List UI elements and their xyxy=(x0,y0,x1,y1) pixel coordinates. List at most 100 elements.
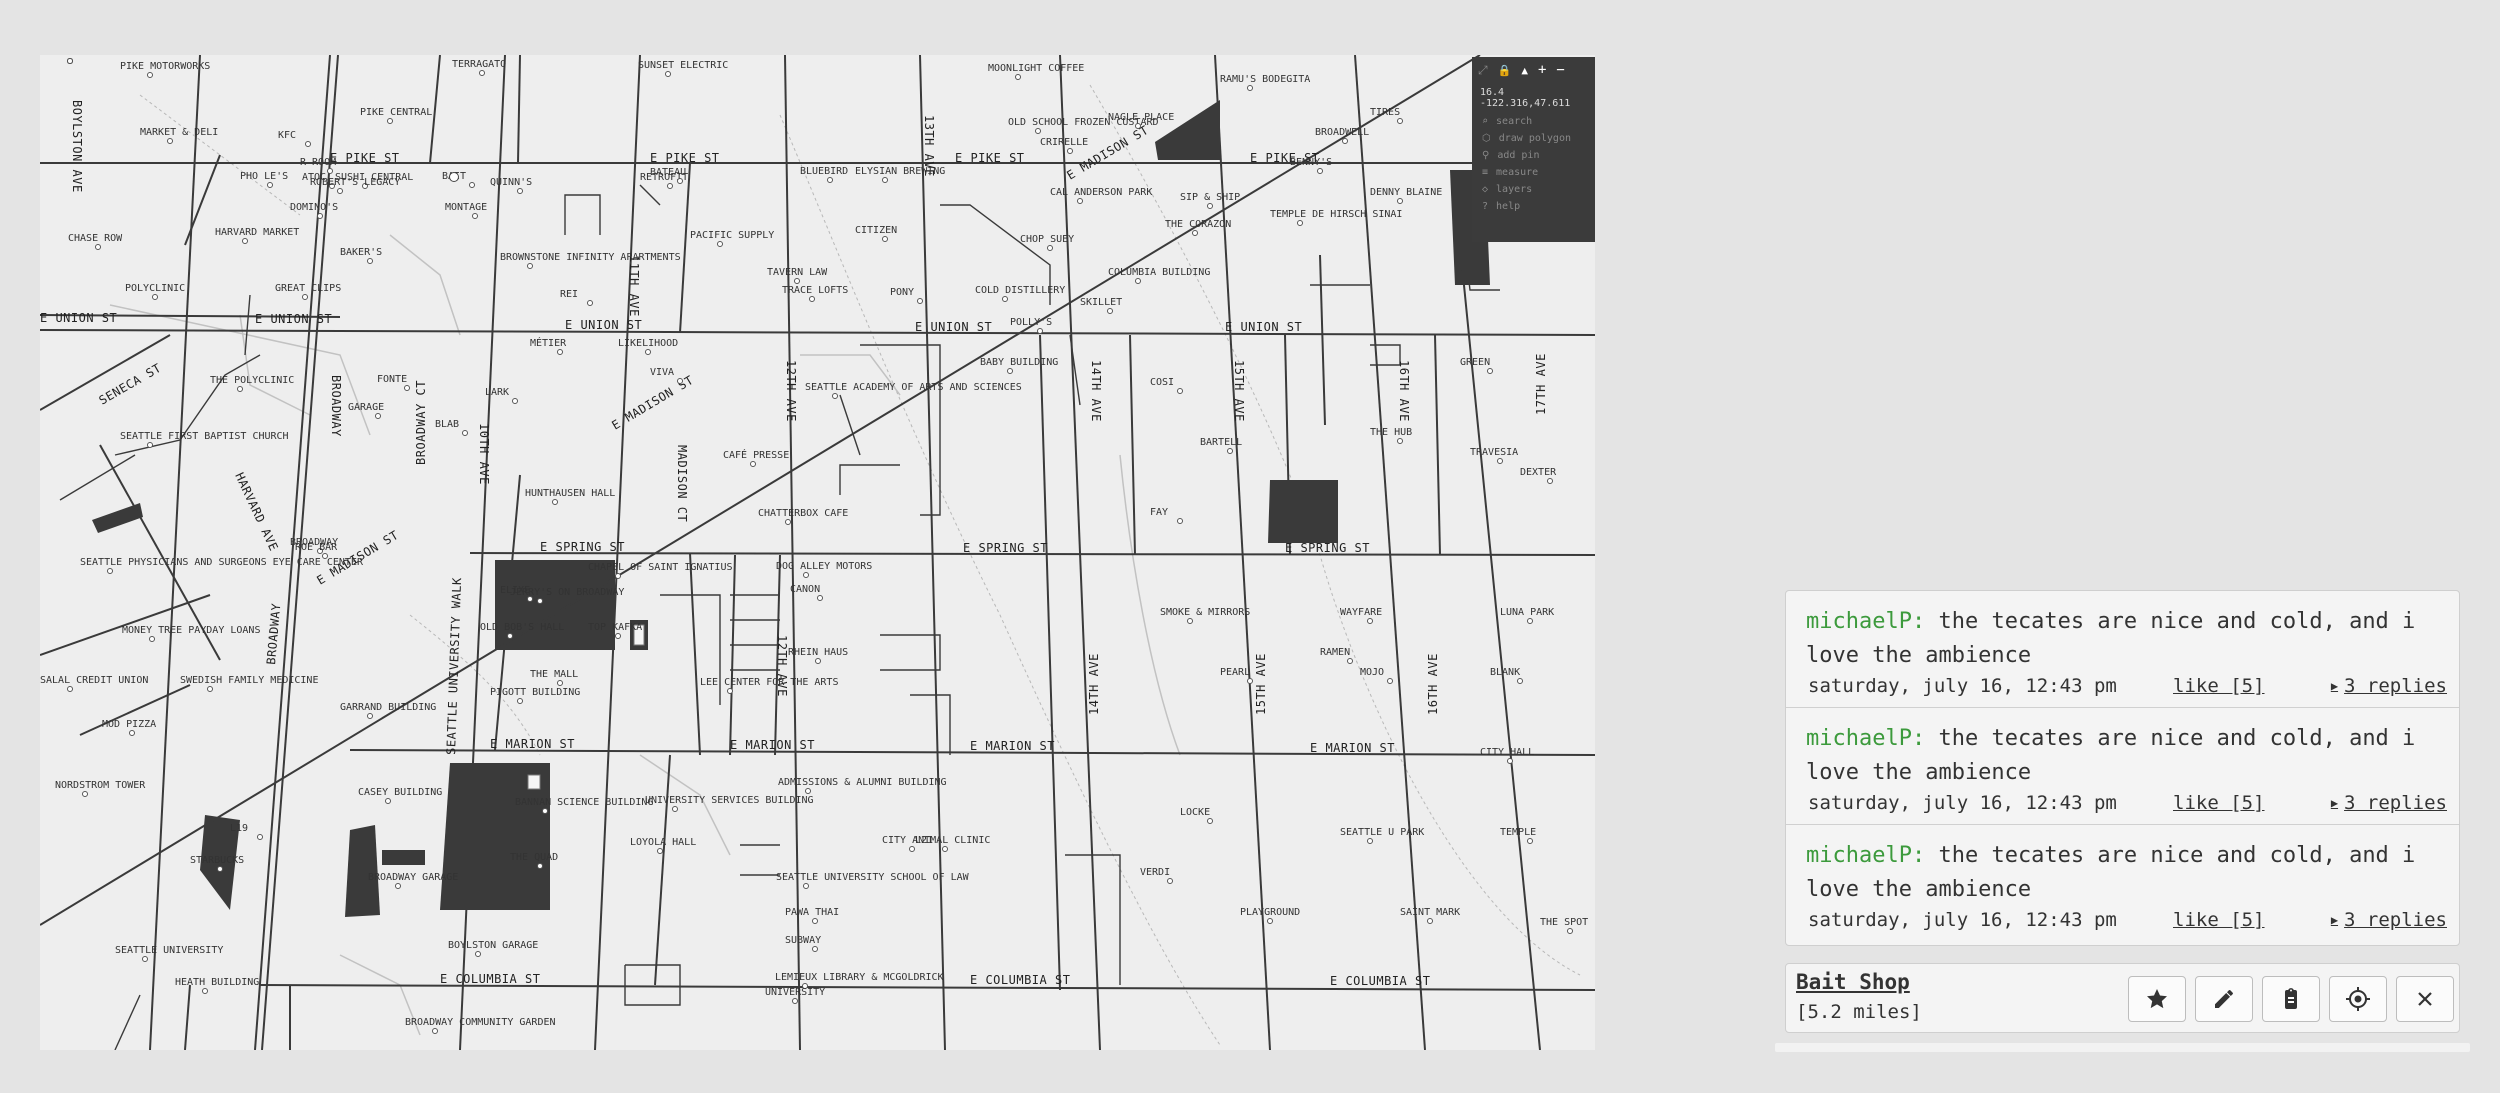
poi-dot[interactable] xyxy=(667,183,673,189)
poi-label[interactable]: FERN xyxy=(40,55,64,58)
poi-dot[interactable] xyxy=(1397,438,1403,444)
poi-label[interactable]: PACIFIC SUPPLY xyxy=(690,230,774,241)
poi-label[interactable]: PEARL xyxy=(1220,667,1250,678)
poi-label[interactable]: PLAYGROUND xyxy=(1240,907,1300,918)
poi-dot[interactable] xyxy=(827,177,833,183)
poi-dot[interactable] xyxy=(727,688,733,694)
poi-label[interactable]: BLAB xyxy=(435,419,459,430)
poi-label[interactable]: DOG ALLEY MOTORS xyxy=(776,561,872,572)
poi-label[interactable]: CITY ANIMAL CLINIC xyxy=(882,835,990,846)
poi-dot[interactable] xyxy=(677,178,683,184)
poi-dot[interactable] xyxy=(337,188,343,194)
poi-label[interactable]: DEXTER xyxy=(1520,467,1557,478)
poi-dot[interactable] xyxy=(257,834,263,840)
poi-label[interactable]: TRAVESIA xyxy=(1470,447,1518,458)
poi-dot[interactable] xyxy=(367,713,373,719)
poi-dot[interactable] xyxy=(469,182,475,188)
like-link[interactable]: like [5] xyxy=(2173,792,2265,814)
poi-label[interactable]: PIKE MOTORWORKS xyxy=(120,61,210,72)
poi-dot[interactable] xyxy=(1397,198,1403,204)
poi-label[interactable]: JAM xyxy=(40,55,58,58)
poi-label[interactable]: ROBERT'S LEGACY xyxy=(310,177,400,188)
poi-dot[interactable] xyxy=(147,442,153,448)
close-button[interactable] xyxy=(2396,976,2454,1022)
poi-dot[interactable] xyxy=(803,572,809,578)
poi-dot[interactable] xyxy=(1267,918,1273,924)
poi-dot[interactable] xyxy=(1177,388,1183,394)
menu-draw-polygon[interactable]: ⬡draw polygon xyxy=(1482,133,1571,144)
poi-label[interactable]: LEMIEUX LIBRARY & MCGOLDRICK xyxy=(775,972,944,983)
poi-dot[interactable] xyxy=(1207,818,1213,824)
poi-dot[interactable] xyxy=(717,241,723,247)
poi-label[interactable]: MÉTIER xyxy=(530,336,567,349)
poi-dot[interactable] xyxy=(527,263,533,269)
poi-label[interactable]: DOMINO'S xyxy=(290,202,338,213)
poi-label[interactable]: PIGOTT BUILDING xyxy=(490,687,580,698)
poi-label[interactable]: VERDI xyxy=(1140,867,1170,878)
poi-dot[interactable] xyxy=(805,788,811,794)
poi-label[interactable]: LEE CENTER FOR THE ARTS xyxy=(700,677,838,688)
poi-dot[interactable] xyxy=(129,730,135,736)
poi-label[interactable]: L19 xyxy=(230,823,248,834)
poi-label[interactable]: R ROOM xyxy=(300,157,336,168)
poi-label[interactable]: MARKET & DELI xyxy=(140,127,218,138)
fullscreen-icon[interactable]: ⤢ xyxy=(1478,62,1488,77)
poi-dot[interactable] xyxy=(1387,678,1393,684)
poi-dot[interactable] xyxy=(909,846,915,852)
poi-dot[interactable] xyxy=(149,636,155,642)
locate-button[interactable] xyxy=(2329,976,2387,1022)
poi-dot[interactable] xyxy=(942,846,948,852)
poi-label[interactable]: CRIRELLE xyxy=(1040,137,1088,148)
poi-label[interactable]: TEMPLE xyxy=(1500,827,1536,838)
poi-dot[interactable] xyxy=(1247,85,1253,91)
poi-dot[interactable] xyxy=(527,596,533,602)
poi-dot[interactable] xyxy=(517,188,523,194)
poi-dot[interactable] xyxy=(472,213,478,219)
poi-label[interactable]: UNIVERSITY SERVICES BUILDING xyxy=(645,795,814,806)
poi-dot[interactable] xyxy=(202,988,208,994)
poi-dot[interactable] xyxy=(1507,758,1513,764)
poi-dot[interactable] xyxy=(1067,148,1073,154)
poi-dot[interactable] xyxy=(322,553,328,559)
zoom-out-icon[interactable]: − xyxy=(1556,62,1565,78)
poi-dot[interactable] xyxy=(462,430,468,436)
poi-dot[interactable] xyxy=(672,806,678,812)
poi-dot[interactable] xyxy=(812,946,818,952)
poi-label[interactable]: CAMP xyxy=(40,55,64,58)
poi-label[interactable]: REI xyxy=(560,289,578,300)
poi-dot[interactable] xyxy=(1297,220,1303,226)
poi-label[interactable]: RAMU'S BODEGITA xyxy=(1220,74,1310,85)
poi-dot[interactable] xyxy=(317,548,323,554)
poi-label[interactable]: RHEIN HAUS xyxy=(788,647,848,658)
poi-label[interactable]: COLUMBIA BUILDING xyxy=(1108,267,1210,278)
like-link[interactable]: like [5] xyxy=(2173,675,2265,697)
poi-label[interactable]: MONEY TREE PAYDAY LOANS xyxy=(122,625,260,636)
poi-label[interactable]: JERRY'S ON BROADWAY xyxy=(510,587,624,598)
poi-dot[interactable] xyxy=(677,378,683,384)
poi-label[interactable]: KINGSTON xyxy=(40,55,88,58)
comment-author[interactable]: michaelP: xyxy=(1806,843,1926,868)
poi-label[interactable]: CAFÉ PRESSE xyxy=(723,448,789,461)
poi-label[interactable]: MOJO xyxy=(1360,667,1384,678)
menu-measure[interactable]: ≡measure xyxy=(1482,167,1539,178)
poi-dot[interactable] xyxy=(1135,123,1141,129)
poi-label[interactable]: BROADWELL xyxy=(1315,127,1369,138)
poi-label[interactable]: SIP & SHIP xyxy=(1180,192,1240,203)
zoom-in-icon[interactable]: + xyxy=(1537,62,1547,78)
poi-dot[interactable] xyxy=(142,956,148,962)
poi-dot[interactable] xyxy=(475,951,481,957)
poi-dot[interactable] xyxy=(1002,296,1008,302)
poi-dot[interactable] xyxy=(1177,518,1183,524)
poi-dot[interactable] xyxy=(1527,618,1533,624)
north-arrow-icon[interactable]: ▲ xyxy=(1521,63,1528,77)
poi-dot[interactable] xyxy=(809,296,815,302)
poi-label[interactable]: SUNSET ELECTRIC xyxy=(638,60,728,71)
poi-label[interactable]: BROADWAY COMMUNITY GARDEN xyxy=(405,1017,556,1028)
poi-label[interactable]: BLUE xyxy=(40,55,64,58)
poi-dot[interactable] xyxy=(1427,918,1433,924)
poi-label[interactable]: TERRAGATO xyxy=(452,59,506,70)
poi-dot[interactable] xyxy=(802,983,808,989)
poi-label[interactable]: NAGLE PLACE xyxy=(1108,112,1174,123)
poi-label[interactable]: CHASE ROW xyxy=(68,233,123,244)
poi-dot[interactable] xyxy=(1347,658,1353,664)
